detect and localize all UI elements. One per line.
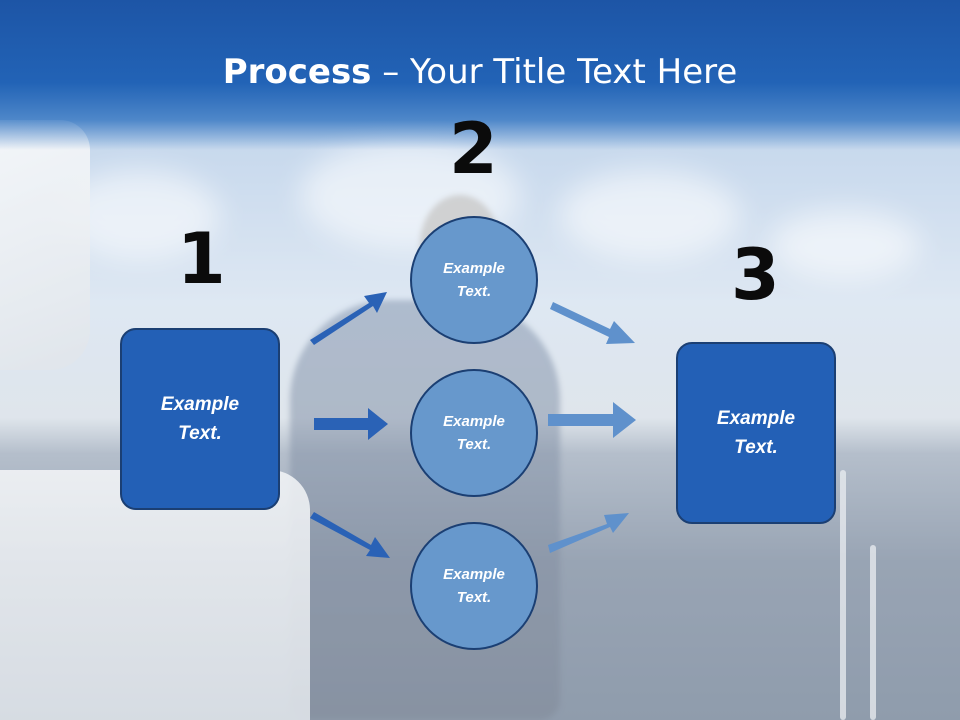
- title-rest: – Your Title Text Here: [371, 52, 738, 92]
- step-number-3: 3: [731, 234, 780, 316]
- step-1-box: Example Text.: [120, 328, 280, 510]
- arrow-middle-to-3: [548, 402, 636, 438]
- step-2-text-middle: Example Text.: [443, 413, 505, 453]
- title-bold: Process: [222, 52, 372, 92]
- step-2-circle-bottom: Example Text.: [410, 522, 538, 650]
- step-number-2: 2: [449, 108, 498, 190]
- step-3-box: Example Text.: [676, 342, 836, 524]
- step-2-circle-top: Example Text.: [410, 216, 538, 344]
- arrow-1-to-top: [310, 292, 387, 345]
- title-bar: [0, 0, 960, 150]
- step-2-circle-middle: Example Text.: [410, 369, 538, 497]
- step-2-text-top: Example Text.: [443, 260, 505, 300]
- left-arrow-group: [310, 292, 390, 558]
- arrow-top-to-3: [550, 302, 635, 344]
- arrow-bottom-to-3: [548, 513, 629, 553]
- step-number-1: 1: [177, 218, 226, 300]
- arrow-1-to-middle: [314, 408, 388, 440]
- step-2-text-bottom: Example Text.: [443, 566, 505, 606]
- step-3-text: Example Text.: [716, 408, 796, 458]
- step-1-text: Example Text.: [160, 394, 240, 444]
- arrow-1-to-bottom: [310, 512, 390, 558]
- right-arrow-group: [548, 302, 636, 553]
- slide-title: Process – Your Title Text Here: [0, 52, 960, 92]
